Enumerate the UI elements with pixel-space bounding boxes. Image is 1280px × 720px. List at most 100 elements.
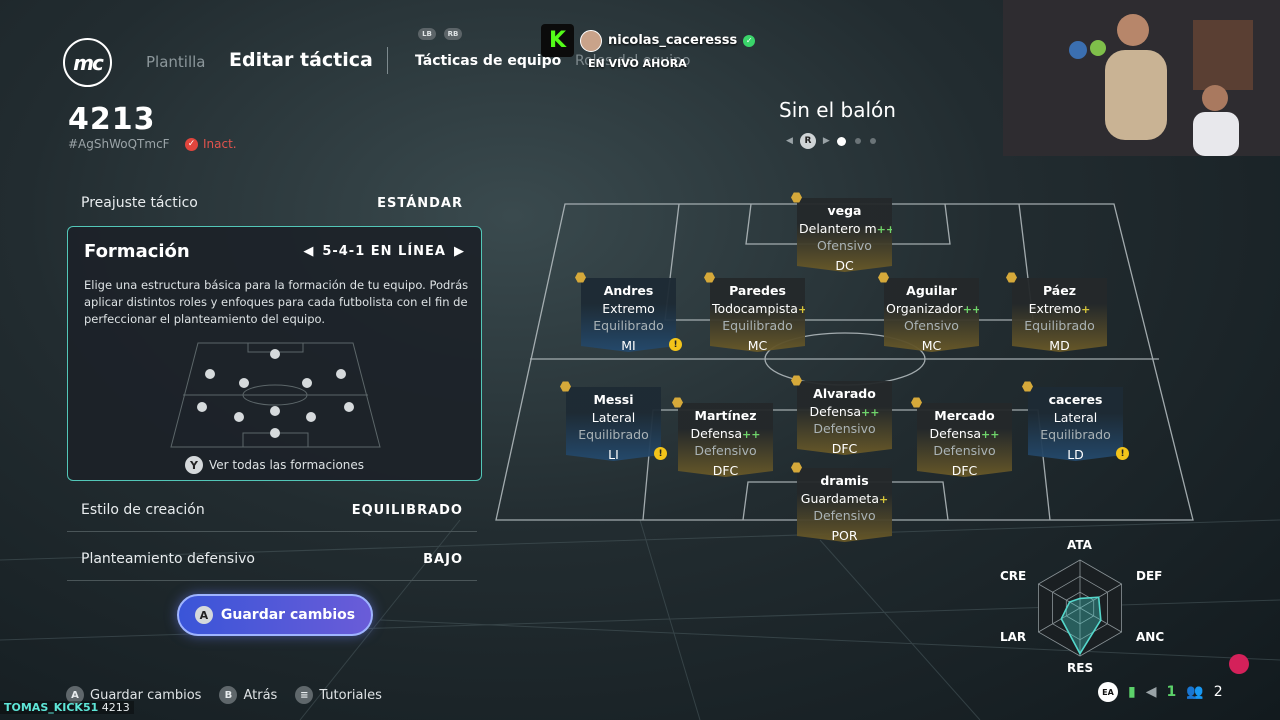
player-card-lwb[interactable]: Messi Lateral Equilibrado LI ! xyxy=(560,381,667,462)
defensive-row[interactable]: Planteamiento defensivo BAJO xyxy=(67,548,477,570)
card-background xyxy=(797,198,892,272)
player-card-cb[interactable]: Alvarado Defensa++ Defensivo DFC xyxy=(791,375,892,456)
pager-dot xyxy=(854,138,861,144)
player-card-gk[interactable]: dramis Guardameta+ Defensivo POR xyxy=(791,462,892,543)
player-role: Lateral xyxy=(1028,410,1123,425)
player-name: Aguilar xyxy=(906,283,957,298)
card-background xyxy=(566,387,661,461)
card-background xyxy=(581,278,676,352)
record-indicator xyxy=(1229,654,1249,674)
footer-back[interactable]: B Atrás xyxy=(219,686,277,704)
formation-mini-pitch xyxy=(170,342,381,448)
player-role: Extremo+ xyxy=(1012,301,1107,316)
player-name: caceres xyxy=(1048,392,1103,407)
preset-row[interactable]: Preajuste táctico ESTÁNDAR xyxy=(67,192,477,214)
status-text: Inact. xyxy=(203,137,237,151)
r-button-icon: R xyxy=(799,133,816,149)
role-text: Todocampista xyxy=(712,301,798,316)
live-label: EN VIVO AHORA xyxy=(588,57,687,70)
player-name: Paredes xyxy=(729,283,786,298)
player-name: Alvarado xyxy=(813,386,876,401)
player-position: LI xyxy=(608,447,619,462)
footer-save[interactable]: A Guardar cambios xyxy=(66,686,201,704)
signal-icon: ▮ xyxy=(1128,684,1136,700)
y-button-icon: Y xyxy=(184,456,203,474)
system-bar: EA ▮ ◀ 1 👥 2 xyxy=(1098,682,1223,702)
player-card-lcm[interactable]: Paredes Todocampista+ Equilibrado MC xyxy=(704,272,805,353)
card-background xyxy=(678,403,773,477)
role-fit-indicator: ++ xyxy=(861,406,880,419)
view-all-label: Ver todas las formaciones xyxy=(208,458,365,472)
pager-dot xyxy=(836,136,846,146)
counter-one: 1 xyxy=(1166,684,1177,700)
tab-plantilla[interactable]: Plantilla xyxy=(146,53,206,71)
webcam-overlay xyxy=(1003,0,1280,156)
formation-selector[interactable]: ◀ 5-4-1 EN LÍNEA ▶ xyxy=(303,244,465,259)
player-role: Todocampista+ xyxy=(710,301,805,316)
player-focus: Ofensivo xyxy=(904,318,959,333)
webcam-image xyxy=(1003,0,1280,156)
player-role: Extremo xyxy=(581,301,676,316)
chemistry-hex-icon xyxy=(575,272,586,283)
player-card-st[interactable]: vega Delantero m++ Ofensivo DC xyxy=(791,192,892,273)
player-card-rcb[interactable]: Mercado Defensa++ Defensivo DFC xyxy=(911,397,1012,478)
build-style-row[interactable]: Estilo de creación EQUILIBRADO xyxy=(67,499,477,521)
tab-roles-equipo[interactable]: Roles del equipo xyxy=(575,53,691,69)
card-background xyxy=(884,278,979,352)
player-card-rwb[interactable]: caceres Lateral Equilibrado LD ! xyxy=(1022,381,1129,462)
player-name: Messi xyxy=(593,392,634,407)
tactic-code: #AgShWoQTmcF xyxy=(68,137,170,151)
formation-card[interactable]: Formación ◀ 5-4-1 EN LÍNEA ▶ Elige una e… xyxy=(67,226,482,481)
pager-dots xyxy=(836,136,876,146)
streamer-name: nicolas_caceresss xyxy=(608,33,738,48)
player-focus: Defensivo xyxy=(694,443,757,458)
role-text: Defensa xyxy=(690,426,743,441)
player-focus: Defensivo xyxy=(933,443,996,458)
users-icon: 👥 xyxy=(1186,684,1204,700)
card-background xyxy=(1012,278,1107,352)
kick-logo: K xyxy=(541,24,574,57)
player-focus: Defensivo xyxy=(813,508,876,523)
tab-editar-tactica[interactable]: Editar táctica xyxy=(229,49,373,71)
player-position: MC xyxy=(747,338,768,353)
build-style-label: Estilo de creación xyxy=(81,502,205,518)
mc-logo: mc xyxy=(63,38,112,87)
footer-tutorials[interactable]: ≡ Tutoriales xyxy=(295,686,382,704)
tab-tacticas-equipo[interactable]: Tácticas de equipo xyxy=(415,53,562,69)
role-fit-indicator: + xyxy=(1081,303,1091,316)
player-card-rm[interactable]: Páez Extremo+ Equilibrado MD xyxy=(1006,272,1107,353)
player-focus: Equilibrado xyxy=(593,318,664,333)
view-all-formations[interactable]: Y Ver todas las formaciones xyxy=(68,456,481,474)
counter-two: 2 xyxy=(1213,684,1223,700)
radar-label-cre: CRE xyxy=(1000,569,1027,583)
chemistry-hex-icon xyxy=(791,192,802,203)
player-card-lm[interactable]: Andres Extremo Equilibrado MI ! xyxy=(575,272,682,353)
chemistry-hex-icon xyxy=(911,397,922,408)
chemistry-hex-icon xyxy=(560,381,571,392)
view-title: Sin el balón xyxy=(779,98,896,122)
player-focus: Equilibrado xyxy=(1024,318,1095,333)
arrow-left-icon[interactable]: ◀ xyxy=(303,244,315,259)
player-card-lcb[interactable]: Martínez Defensa++ Defensivo DFC xyxy=(672,397,773,478)
role-fit-indicator: ++ xyxy=(962,303,979,316)
player-name: Andres xyxy=(603,283,654,298)
player-role: Defensa++ xyxy=(678,426,773,441)
player-card-rcm[interactable]: Aguilar Organizador++ Ofensivo MC xyxy=(878,272,979,353)
player-focus: Equilibrado xyxy=(1040,427,1111,442)
arrow-right-icon[interactable]: ▶ xyxy=(454,244,465,259)
role-text: Extremo xyxy=(1028,301,1082,316)
inactive-icon: ✓ xyxy=(185,137,198,151)
view-pager[interactable]: ◀ R ▶ xyxy=(786,133,876,149)
role-text: Lateral xyxy=(1053,410,1098,425)
save-label: Guardar cambios xyxy=(220,607,356,623)
player-position: DFC xyxy=(712,463,739,478)
chemistry-hex-icon xyxy=(672,397,683,408)
chemistry-hex-icon xyxy=(704,272,715,283)
save-changes-button[interactable]: A Guardar cambios xyxy=(177,594,373,636)
card-background xyxy=(1028,387,1123,461)
radar-label-lar: LAR xyxy=(1000,630,1027,644)
player-position: POR xyxy=(831,528,858,543)
rb-button-hint: RB xyxy=(444,28,462,40)
preset-label: Preajuste táctico xyxy=(81,195,198,211)
player-role: Lateral xyxy=(566,410,661,425)
